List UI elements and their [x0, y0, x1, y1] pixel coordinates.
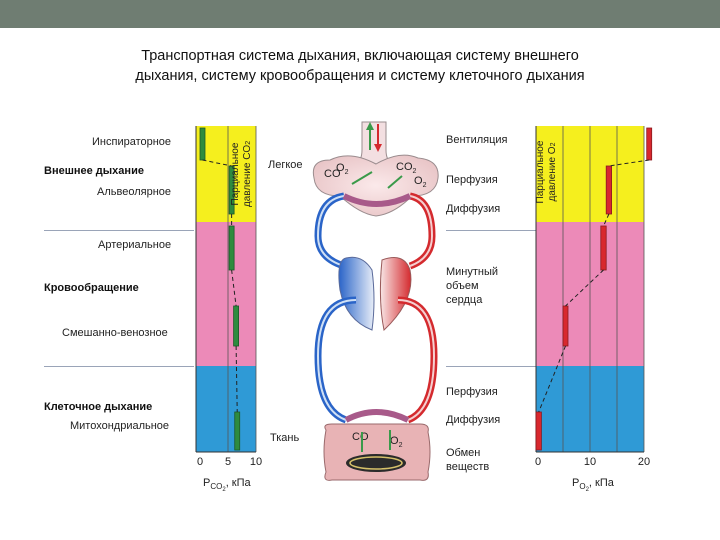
label-metabolism-2: веществ	[446, 461, 490, 473]
label-arterial: Артериальное	[98, 239, 172, 251]
pulmonary-vein	[408, 192, 436, 270]
pulmonary-artery	[314, 192, 346, 270]
left-connector-0	[202, 159, 232, 167]
label-perfusion-top: Перфузия	[446, 174, 498, 186]
label-lung: Легкое	[268, 159, 303, 171]
left-tick-5: 5	[225, 456, 231, 468]
tissue-capillary	[344, 409, 410, 423]
label-inspiratory: Инспираторное	[92, 136, 172, 148]
right-bar-2	[600, 225, 607, 271]
left-axis-title: PCO2, кПа	[203, 477, 252, 493]
right-rotated-label-2: давление O2	[547, 142, 558, 201]
right-rotated-label-1: Парциальное	[535, 140, 546, 203]
right-connector-1	[603, 213, 610, 227]
tissue-o2: O2	[390, 435, 403, 449]
title-line-1: Транспортная система дыхания, включающая…	[141, 48, 579, 64]
lung-co2-left: CO	[324, 168, 341, 180]
aorta-inner	[397, 299, 436, 421]
label-minute-1: Минутный	[446, 266, 499, 278]
lung-co2-arrow	[387, 175, 403, 189]
label-ventilation: Вентиляция	[446, 134, 508, 146]
right-axis-title: PO2, кПа	[572, 477, 615, 493]
aorta	[397, 296, 438, 424]
label-metabolism-1: Обмен	[446, 447, 481, 459]
left-connector-2	[231, 269, 237, 307]
right-connector-3	[538, 345, 566, 413]
divider-right-2	[446, 366, 536, 367]
exhale-arrow-head	[374, 144, 382, 152]
heart-left-side	[379, 257, 412, 331]
right-bar-4	[535, 411, 542, 451]
left-band-blue	[196, 366, 256, 452]
left-rotated-label-2: давление CO2	[242, 141, 253, 207]
divider-left-2	[44, 366, 194, 367]
label-alveolar: Альвеолярное	[97, 186, 172, 198]
left-rotated-label-1: Парциальное	[230, 142, 241, 205]
label-diffusion-top: Диффузия	[446, 203, 501, 215]
circulation-diagram: CO O2 CO2 O2 CO O2 Легкое Ткань	[268, 121, 439, 481]
label-mixed-venous: Смешанно-венозное	[62, 327, 168, 339]
slide-title: Транспортная система дыхания, включающая…	[40, 46, 680, 86]
left-bar-4	[234, 411, 241, 451]
right-tick-20: 20	[638, 456, 650, 468]
left-tick-10: 10	[250, 456, 262, 468]
left-bar-2	[228, 225, 235, 271]
lung-o2-right: O2	[414, 175, 427, 189]
mitochondrion-membrane	[349, 456, 403, 470]
vena-cava	[314, 296, 357, 424]
right-chart: Парциальное давление O2 0 10 20 PO2, кПа	[535, 126, 653, 493]
vena-cava-inner	[316, 299, 357, 421]
right-bar-0	[646, 127, 653, 161]
label-mitochondrial: Митохондриальное	[70, 420, 170, 432]
title-line-2: дыхания, систему кровообращения и систем…	[135, 68, 585, 84]
left-band-yellow	[196, 126, 256, 222]
left-bar-3	[233, 305, 240, 347]
label-cellular-breathing: Клеточное дыхание	[44, 401, 153, 413]
right-tick-0: 0	[535, 456, 541, 468]
label-minute-2: объем	[446, 280, 479, 292]
left-chart: Парциальное давление CO2 0 5 10 PCO2, кП…	[195, 126, 262, 493]
right-bar-1	[605, 165, 613, 215]
label-external-breathing: Внешнее дыхание	[44, 165, 144, 177]
tissue-co2: CO	[352, 431, 369, 443]
inhale-arrow-head	[366, 122, 374, 130]
pulmonary-artery-inner	[316, 195, 345, 267]
right-connector-2	[565, 269, 604, 307]
heart-right-side	[338, 256, 375, 331]
label-minute-3: сердца	[446, 294, 483, 306]
label-perfusion-bottom: Перфузия	[446, 386, 498, 398]
label-tissue: Ткань	[270, 432, 299, 444]
right-bar-3	[562, 305, 569, 347]
lung-o2-arrow	[351, 171, 373, 185]
pulmonary-vein-inner	[409, 195, 434, 267]
divider-left-1	[44, 230, 194, 231]
left-bar-0	[199, 127, 206, 161]
lung-co2-right: CO2	[396, 161, 417, 175]
left-tick-0: 0	[197, 456, 203, 468]
lung-o2-left: O2	[336, 162, 349, 176]
lung-capillary	[342, 193, 412, 207]
top-bar	[0, 0, 720, 28]
label-diffusion-bottom: Диффузия	[446, 414, 501, 426]
right-tick-10: 10	[584, 456, 596, 468]
left-band-pink	[196, 222, 256, 366]
label-circulation: Кровообращение	[44, 282, 139, 294]
divider-right-1	[446, 230, 536, 231]
